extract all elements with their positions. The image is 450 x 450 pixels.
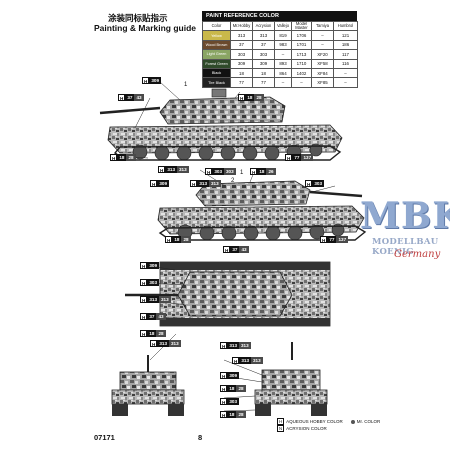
tank-front-view (111, 355, 185, 416)
legend-swatch-n: N (277, 425, 285, 432)
page-title: Painting & Marking guide (94, 23, 197, 33)
legend-swatch-h: H (277, 418, 285, 425)
tank-top-view (125, 261, 331, 327)
callout-number: 2 (231, 178, 235, 184)
legend-row-hobby: H AQUEOUS HOBBY COLOR Mr. COLOR (277, 418, 380, 425)
paint-reference-table: PAINT REFERENCE COLOR Color Mr.Hobby Acr… (202, 11, 358, 88)
callout-number: 1 (240, 170, 244, 176)
logo-main: MBK (360, 195, 450, 237)
callout-number: 1 (184, 82, 188, 88)
logo-subtitle: MODELLBAU KOENIG (372, 237, 439, 257)
product-code: 07171 (94, 433, 115, 442)
legend-text-hobby: AQUEOUS HOBBY COLOR (286, 419, 343, 424)
tank-side-view-right (157, 180, 367, 241)
mr-color-dot (350, 419, 355, 424)
leader-lines (127, 81, 350, 412)
column-header: Humbrol (333, 20, 358, 32)
table-cell-humbrol: – (333, 77, 358, 88)
tank-rear-view (254, 342, 328, 416)
mbk-logo: MBK MODELLBAU KOENIG Germany (360, 195, 450, 280)
color-legend: H AQUEOUS HOBBY COLOR Mr. COLOR N ACRYSI… (277, 418, 380, 432)
paint-table-grid: Color Mr.Hobby Acrysion Vallejo Model Ma… (202, 20, 358, 88)
legend-text-mr: Mr. COLOR (356, 419, 381, 424)
legend-row-acrysion: N ACRYSION COLOR (277, 425, 380, 432)
page-number: 8 (198, 433, 203, 442)
logo-country: Germany (394, 249, 441, 260)
paint-table-title: PAINT REFERENCE COLOR (202, 11, 357, 21)
table-header-row: Color Mr.Hobby Acrysion Vallejo Model Ma… (202, 20, 358, 32)
page-title-chinese: 涂装同标贴指示 (108, 13, 168, 23)
tank-side-view-left (99, 88, 343, 161)
legend-text-acrysion: ACRYSION COLOR (286, 426, 327, 431)
